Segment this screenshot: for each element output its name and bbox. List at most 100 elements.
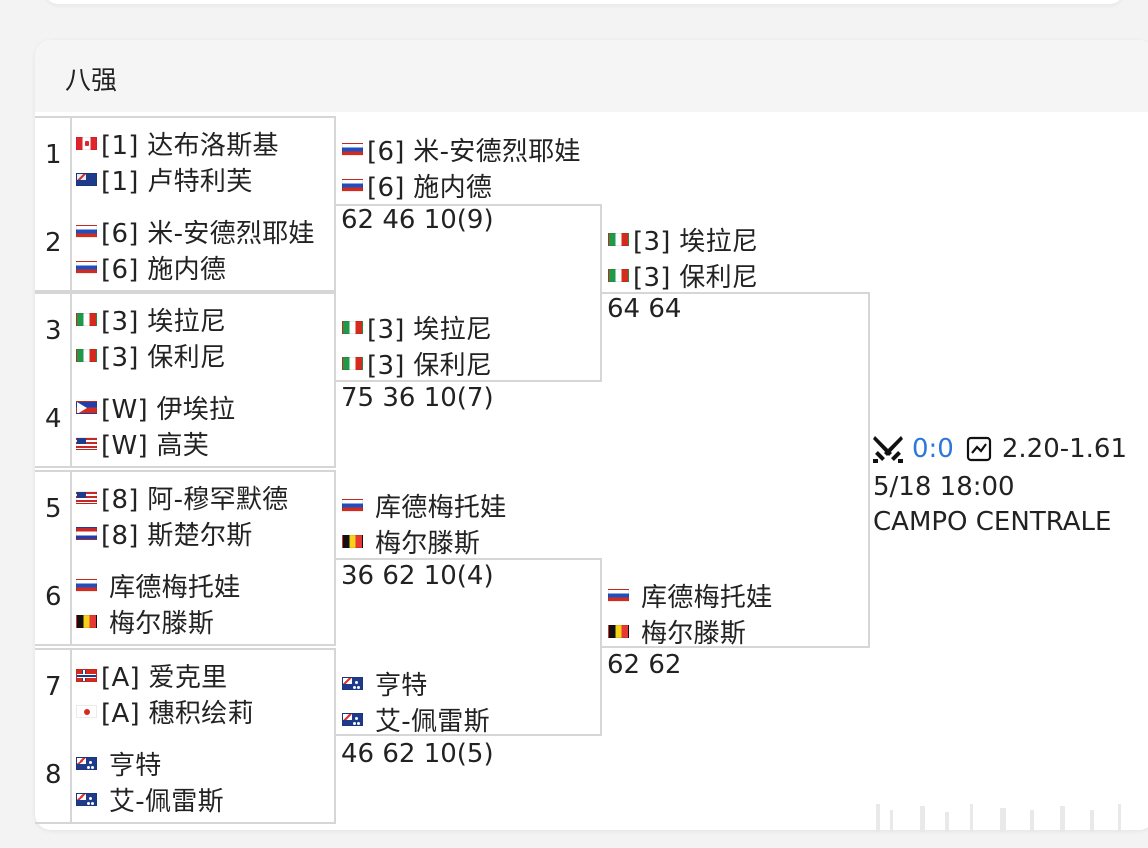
player-entry[interactable]: [3] 保利尼 [342, 346, 493, 381]
flag-ru-icon [76, 260, 97, 274]
seed-number: 2 [45, 228, 62, 258]
player-name: [6] 施内德 [101, 254, 227, 285]
player-name: [3] 埃拉尼 [633, 226, 759, 257]
player-name: [A] 穗积绘莉 [101, 698, 254, 729]
crossed-swords-icon [873, 436, 903, 463]
player-entry[interactable]: [6] 施内德 [76, 250, 227, 285]
flag-it-icon [342, 320, 363, 334]
player-entry[interactable]: [8] 阿-穆罕默德 [76, 480, 289, 515]
flag-it-icon [342, 356, 363, 370]
flag-it-icon [608, 268, 629, 282]
flag-us-icon [76, 490, 97, 504]
player-entry[interactable]: [A] 穗积绘莉 [76, 694, 254, 729]
player-entry[interactable]: 梅尔滕斯 [76, 604, 215, 639]
match-datetime: 5/18 18:00 [873, 472, 1015, 502]
player-name: [3] 保利尼 [367, 350, 493, 381]
player-entry[interactable]: 库德梅托娃 [76, 568, 241, 603]
flag-ru-icon [342, 178, 363, 192]
flag-be-icon [76, 614, 97, 628]
flag-au-icon [76, 756, 97, 770]
player-name: 亨特 [375, 670, 428, 701]
player-entry[interactable]: 艾-佩雷斯 [76, 782, 224, 817]
connector-sf [602, 292, 870, 648]
player-entry[interactable]: [6] 米-安德烈耶娃 [342, 132, 581, 167]
flag-jp-icon [76, 704, 97, 718]
flag-it-icon [608, 232, 629, 246]
player-entry[interactable]: [1] 达布洛斯基 [76, 126, 279, 161]
seed-number: 3 [45, 316, 62, 346]
player-name: 亨特 [109, 750, 162, 781]
player-name: [3] 埃拉尼 [367, 314, 493, 345]
flag-ru-icon [342, 142, 363, 156]
player-name: 艾-佩雷斯 [375, 706, 490, 737]
player-name: [1] 达布洛斯基 [101, 130, 279, 161]
player-entry[interactable]: [8] 斯楚尔斯 [76, 516, 253, 551]
seed-column-box [35, 648, 71, 824]
flag-be-icon [342, 534, 363, 548]
player-entry[interactable]: [3] 埃拉尼 [608, 222, 759, 257]
player-entry[interactable]: 梅尔滕斯 [342, 524, 481, 559]
player-name: [8] 阿-穆罕默德 [101, 484, 289, 515]
player-name: 梅尔滕斯 [109, 608, 215, 639]
player-entry[interactable]: [3] 保利尼 [76, 338, 226, 373]
player-entry[interactable]: [3] 埃拉尼 [76, 302, 227, 337]
match-score: 75 36 10(7) [341, 383, 494, 413]
flag-ru-icon [76, 578, 97, 592]
player-entry[interactable]: [A] 爱克里 [76, 658, 228, 693]
flag-ru-icon [342, 498, 363, 512]
player-entry[interactable]: [6] 米-安德烈耶娃 [76, 214, 315, 249]
player-name: [6] 米-安德烈耶娃 [367, 136, 581, 167]
section-title: 八强 [65, 66, 118, 96]
player-entry[interactable]: 库德梅托娃 [342, 488, 507, 523]
player-entry[interactable]: 库德梅托娃 [608, 578, 773, 613]
player-entry[interactable]: 亨特 [76, 746, 162, 781]
player-name: [6] 米-安德烈耶娃 [101, 218, 315, 249]
flag-au-icon [342, 712, 363, 726]
player-entry[interactable]: [W] 伊埃拉 [76, 390, 235, 425]
player-name: 梅尔滕斯 [375, 528, 481, 559]
seed-column-box [35, 470, 71, 646]
player-name: [1] 卢特利芙 [101, 166, 253, 197]
player-entry[interactable]: 亨特 [342, 666, 428, 701]
player-name: [3] 保利尼 [633, 262, 759, 293]
final-score: 0:0 [912, 434, 954, 464]
player-name: [6] 施内德 [367, 172, 493, 203]
trend-chart-icon[interactable] [966, 436, 992, 462]
seed-number: 4 [45, 404, 62, 434]
seed-column-box [35, 116, 71, 292]
seed-number: 5 [45, 494, 62, 524]
player-name: [3] 埃拉尼 [101, 306, 227, 337]
match-score: 36 62 10(4) [341, 561, 494, 591]
watermark [876, 804, 1121, 832]
odds-value: 2.20-1.61 [1001, 434, 1128, 464]
player-entry[interactable]: [W] 高芙 [76, 426, 210, 461]
flag-us-icon [76, 436, 97, 450]
card-header: 八强 [35, 40, 1148, 112]
flag-nz-icon [76, 172, 97, 186]
seed-number: 8 [45, 760, 62, 790]
match-score: 46 62 10(5) [341, 739, 494, 769]
player-name: 库德梅托娃 [641, 582, 773, 613]
flag-it-icon [76, 312, 97, 326]
player-name: 梅尔滕斯 [641, 618, 747, 649]
player-entry[interactable]: [1] 卢特利芙 [76, 162, 253, 197]
flag-no-icon [76, 668, 97, 682]
player-entry[interactable]: [6] 施内德 [342, 168, 493, 203]
player-entry[interactable]: 梅尔滕斯 [608, 614, 747, 649]
player-name: [A] 爱克里 [101, 662, 228, 693]
connector-r2-b [336, 558, 602, 736]
match-score: 62 62 [607, 650, 682, 680]
flag-it-icon [76, 348, 97, 362]
player-entry[interactable]: 艾-佩雷斯 [342, 702, 490, 737]
final-header: 0:0 2.20-1.61 [872, 434, 1127, 464]
player-entry[interactable]: [3] 保利尼 [608, 258, 759, 293]
flag-nl-icon [76, 526, 97, 540]
seed-column-box [35, 292, 71, 468]
flag-ru-icon [608, 588, 629, 602]
previous-card-edge [44, 0, 1124, 4]
seed-number: 6 [45, 582, 62, 612]
player-entry[interactable]: [3] 埃拉尼 [342, 310, 493, 345]
player-name: [W] 高芙 [101, 430, 210, 461]
bracket-card: 八强 [35, 40, 1148, 830]
